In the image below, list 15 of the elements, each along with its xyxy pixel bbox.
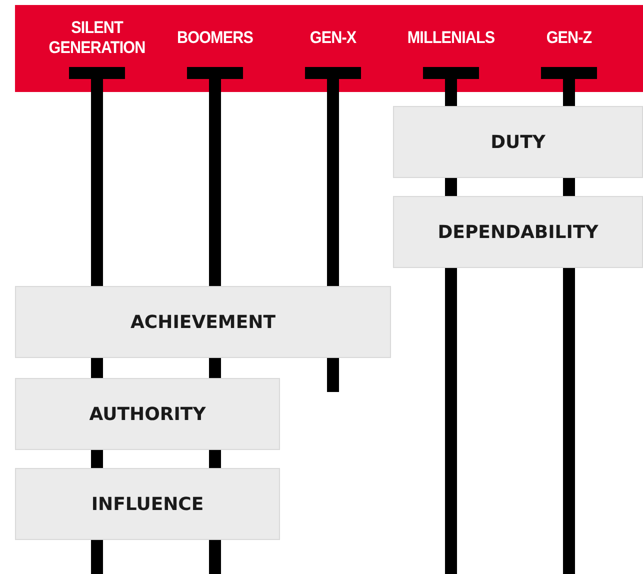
generation-label: SILENT GENERATION <box>48 18 146 58</box>
value-box <box>15 286 391 358</box>
value-text: DUTY <box>490 132 546 152</box>
generation-label: BOOMERS <box>166 28 264 48</box>
generation-label: GEN-Z <box>520 28 618 48</box>
value-box <box>15 378 280 450</box>
value-text: AUTHORITY <box>89 404 206 424</box>
generation-label: GEN-X <box>284 28 382 48</box>
value-text: INFLUENCE <box>91 494 204 514</box>
value-text: DEPENDABILITY <box>438 222 598 242</box>
generation-label: MILLENIALS <box>402 28 500 48</box>
value-box <box>393 106 643 178</box>
value-text: ACHIEVEMENT <box>130 312 276 332</box>
value-box <box>15 468 280 540</box>
value-box <box>393 196 643 268</box>
